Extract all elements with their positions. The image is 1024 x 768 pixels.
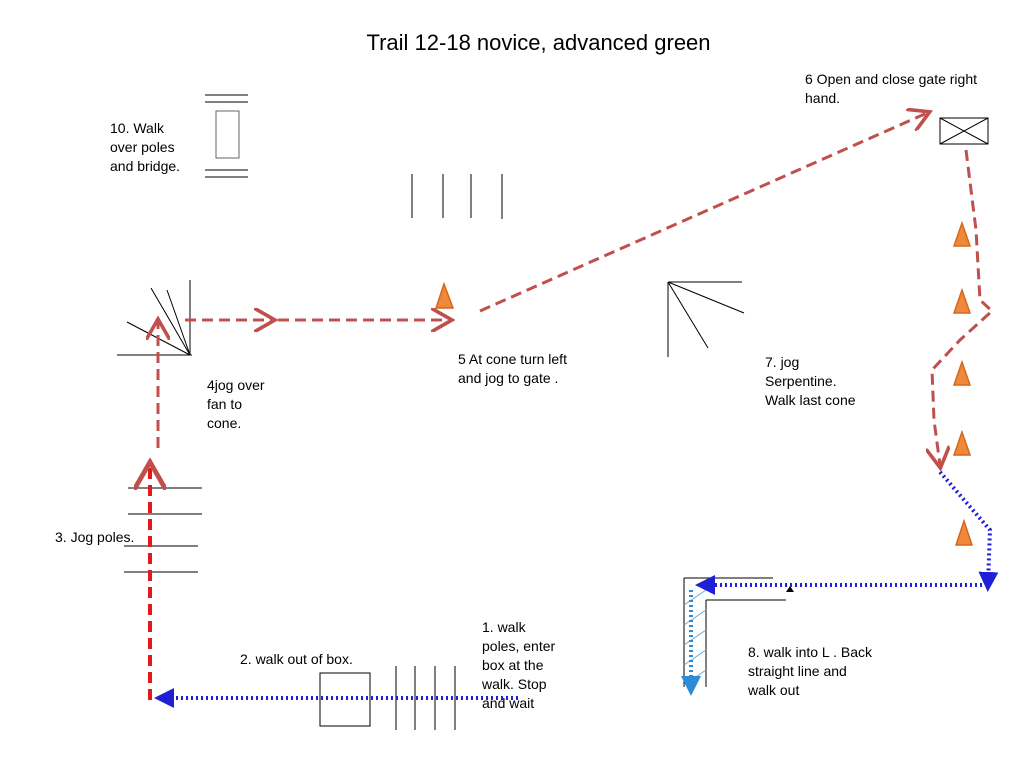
box-obstacle	[319, 672, 371, 727]
step-6-label: 6 Open and close gate right hand.	[805, 71, 978, 106]
serpentine-cone-icon	[952, 287, 972, 314]
step-2-label: 2. walk out of box.	[240, 651, 353, 667]
poles-and-bridge	[205, 94, 248, 178]
gate-obstacle	[939, 117, 989, 145]
serpentine-cone-icon	[952, 429, 972, 456]
step-8-label: 8. walk into L . Back straight line and …	[748, 644, 872, 698]
vertical-poles-top	[411, 174, 503, 219]
fan-poles	[117, 280, 192, 356]
serpentine-cone-icon	[954, 518, 974, 546]
jog-path-serpentine	[932, 149, 995, 465]
step-4-label: 4jog over fan to cone.	[207, 377, 265, 431]
corner-fan-poles	[667, 281, 745, 357]
step-1-label: 1. walk poles, enter box at the walk. St…	[482, 619, 556, 711]
cone-icon	[434, 281, 455, 309]
jog-poles	[124, 487, 202, 573]
step-3-label: 3. Jog poles.	[55, 529, 135, 545]
serpentine-cone-icon	[952, 220, 972, 247]
step-7-label: 7. jog Serpentine. Walk last cone	[765, 354, 856, 408]
serpentine-cone-icon	[952, 359, 972, 386]
step-5-label: 5 At cone turn left and jog to gate .	[458, 351, 567, 386]
small-marker-icon	[786, 586, 794, 592]
l-shape-obstacle	[683, 577, 786, 687]
step-10-label: 10. Walk over poles and bridge.	[110, 120, 181, 174]
jog-path-to-gate	[479, 113, 927, 313]
walk-path-last-cone	[938, 470, 999, 592]
page-title: Trail 12-18 novice, advanced green	[366, 30, 711, 55]
